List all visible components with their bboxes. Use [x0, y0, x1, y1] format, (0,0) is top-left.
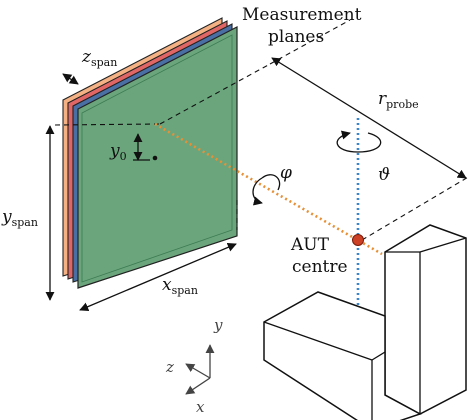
axis-z-label: z [165, 358, 174, 376]
theta-rotation-arrow [336, 130, 382, 153]
probe-line [154, 122, 383, 256]
theta-label: ϑ [378, 165, 390, 185]
coordinate-axes [185, 344, 215, 395]
aut-centre-label-1: AUT [290, 235, 330, 255]
y-span-label: yspan [1, 207, 38, 229]
x-span-dimension [79, 243, 237, 311]
measurement-planes-label-2: planes [268, 27, 324, 47]
aut-object [263, 224, 467, 420]
r-probe-label: rprobe [378, 89, 419, 111]
dashed-top-center [159, 63, 271, 125]
r-probe-dimension [271, 57, 467, 179]
axis-y-label: y [213, 316, 223, 334]
axis-x-label: x [196, 398, 205, 416]
z-span-label: zspan [81, 47, 117, 69]
aut-centre-label-2: centre [292, 257, 348, 277]
aut-centre-dot [352, 234, 364, 246]
measurement-planes-label-1: Measurement [242, 5, 362, 25]
z-span-dimension [62, 73, 79, 85]
y0-label: y0 [109, 141, 127, 163]
plane-front-inner [81, 34, 233, 283]
plane-center-dot [152, 155, 158, 161]
plane-front [77, 26, 238, 289]
dashed-top-right [269, 19, 351, 65]
measurement-planes [62, 17, 238, 289]
x-span-label: xspan [162, 275, 198, 297]
phi-rotation-arrow [252, 174, 281, 206]
dashed-aut-right [361, 175, 471, 241]
phi-label: φ [280, 163, 292, 183]
